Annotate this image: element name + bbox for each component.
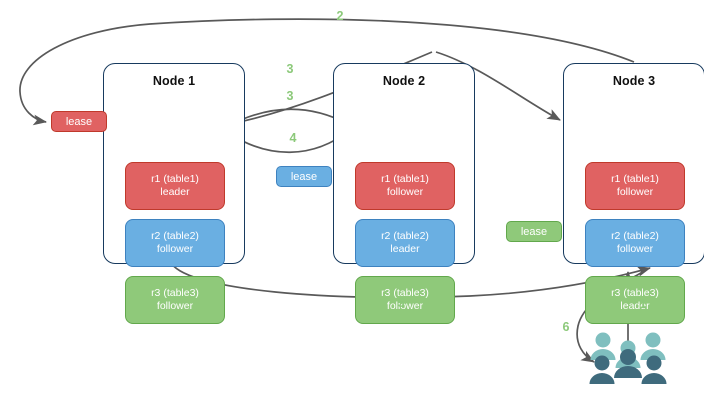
- users-front-row: [589, 349, 667, 384]
- replica-label-line2: follower: [616, 186, 654, 198]
- lease-badge-r3[interactable]: lease: [506, 221, 562, 242]
- node-2-replica-r3[interactable]: r3 (table3) follower: [355, 276, 455, 324]
- replica-label-line2: follower: [616, 243, 654, 255]
- lease-label: lease: [65, 115, 93, 128]
- step-label-3a: 3: [286, 62, 294, 76]
- replica-label-line1: r3 (table3): [381, 287, 429, 299]
- node-3-replica-r2[interactable]: r2 (table2) follower: [585, 219, 685, 267]
- replica-label-line1: r1 (table1): [611, 173, 659, 185]
- replica-label-line2: leader: [390, 243, 420, 255]
- node-1-replica-r2[interactable]: r2 (table2) follower: [125, 219, 225, 267]
- replica-label-line1: r2 (table2): [151, 230, 199, 242]
- node-3-title: Node 3: [612, 74, 656, 88]
- lease-label: lease: [290, 170, 318, 183]
- replica-label-line2: follower: [156, 243, 194, 255]
- node-3-container[interactable]: Node 3 r1 (table1) follower r2 (table2) …: [563, 63, 704, 324]
- lease-badge-r2[interactable]: lease: [276, 166, 332, 187]
- step-label-1: 1: [639, 297, 647, 311]
- replica-label-line1: r1 (table1): [151, 173, 199, 185]
- node-1-container[interactable]: Node 1 r1 (table1) leader r2 (table2) fo…: [103, 63, 245, 324]
- node-3-replica-r3[interactable]: r3 (table3) leader: [585, 276, 685, 324]
- node-1-title: Node 1: [152, 74, 196, 88]
- users-icon: [589, 332, 667, 384]
- step-label-5: 5: [397, 296, 405, 310]
- step-label-4: 4: [289, 131, 297, 145]
- step-label-3b: 3: [286, 89, 294, 103]
- replica-label-line2: follower: [386, 186, 424, 198]
- node-2-replica-r2[interactable]: r2 (table2) leader: [355, 219, 455, 267]
- node-2-title: Node 2: [382, 74, 426, 88]
- replica-label-line1: r2 (table2): [611, 230, 659, 242]
- node-3-replica-r1[interactable]: r1 (table1) follower: [585, 162, 685, 210]
- edge-step-3-lower: [227, 108, 349, 127]
- lease-label: lease: [520, 225, 548, 238]
- replica-label-line1: r1 (table1): [381, 173, 429, 185]
- node-2-replica-r1[interactable]: r1 (table1) follower: [355, 162, 455, 210]
- node-2-container[interactable]: Node 2 r1 (table1) follower r2 (table2) …: [333, 63, 475, 324]
- replica-label-line2: leader: [160, 186, 190, 198]
- replica-label-line1: r2 (table2): [381, 230, 429, 242]
- node-1-replica-r1[interactable]: r1 (table1) leader: [125, 162, 225, 210]
- replica-label-line2: leader: [620, 300, 650, 312]
- replica-label-line2: follower: [156, 300, 194, 312]
- lease-badge-r1[interactable]: lease: [51, 111, 107, 132]
- replica-label-line1: r3 (table3): [151, 287, 199, 299]
- step-label-2: 2: [336, 9, 344, 23]
- replica-label-line1: r3 (table3): [611, 287, 659, 299]
- node-1-replica-r3[interactable]: r3 (table3) follower: [125, 276, 225, 324]
- step-label-6: 6: [562, 320, 570, 334]
- replica-label-line2: follower: [386, 300, 424, 312]
